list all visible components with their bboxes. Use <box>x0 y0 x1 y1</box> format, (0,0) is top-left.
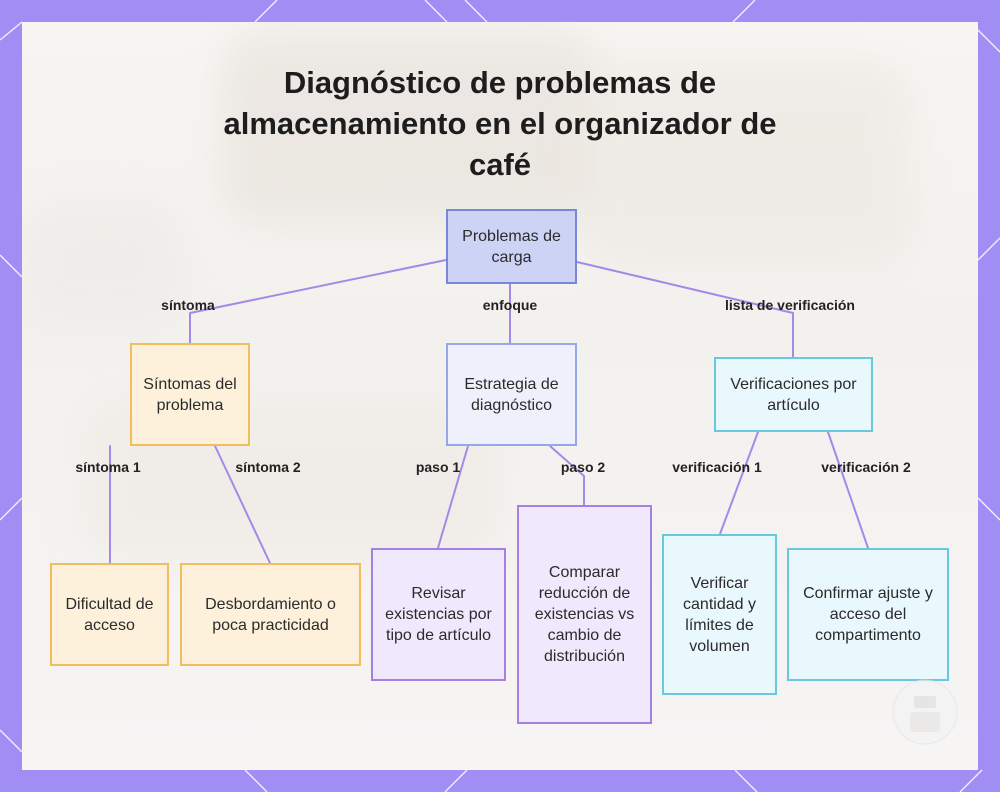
title-line-3: café <box>468 147 532 182</box>
node-label: Problemas de carga <box>462 227 561 266</box>
node-estrategia-de-diagnostico: Estrategia de diagnóstico <box>446 343 577 446</box>
edge-label-paso-1: paso 1 <box>415 459 461 475</box>
diagram-title: Diagnóstico de problemas de almacenamien… <box>22 62 978 185</box>
node-label: Dificultad de acceso <box>65 595 154 634</box>
edge-label-paso-2: paso 2 <box>560 459 606 475</box>
edge-label-verificacion-1: verificación 1 <box>672 459 762 475</box>
background-blur <box>582 62 912 262</box>
edge-checks-qty <box>719 431 759 535</box>
node-revisar-existencias: Revisar existencias por tipo de artículo <box>371 548 506 681</box>
edge-label-sintoma-1: síntoma 1 <box>75 459 141 475</box>
node-label: Comparar reducción de existencias vs cam… <box>534 564 635 665</box>
node-verificar-cantidad: Verificar cantidad y límites de volumen <box>662 534 777 695</box>
title-line-2: almacenamiento en el organizador de <box>223 106 777 141</box>
edge-strategy-review <box>437 445 469 549</box>
node-label: Confirmar ajuste y acceso del compartime… <box>803 585 933 644</box>
title-line-1: Diagnóstico de problemas de <box>283 65 717 100</box>
node-dificultad-de-acceso: Dificultad de acceso <box>50 563 169 666</box>
edge-root-symptoms <box>189 259 447 344</box>
edge-label-enfoque: enfoque <box>482 297 538 313</box>
edge-symptoms-overflow <box>214 445 271 564</box>
edge-checks-fit <box>827 431 869 549</box>
edge-label-sintoma: síntoma <box>161 297 215 313</box>
node-confirmar-ajuste: Confirmar ajuste y acceso del compartime… <box>787 548 949 681</box>
watermark-icon <box>892 679 958 745</box>
edge-label-verificacion-2: verificación 2 <box>821 459 911 475</box>
node-label: Verificar cantidad y límites de volumen <box>683 574 756 655</box>
node-comparar-reduccion: Comparar reducción de existencias vs cam… <box>517 505 652 724</box>
edge-label-sintoma-2: síntoma 2 <box>235 459 301 475</box>
node-label: Desbordamiento o poca practicidad <box>205 595 336 634</box>
background-blur <box>222 32 602 222</box>
node-label: Estrategia de diagnóstico <box>464 375 559 414</box>
node-label: Verificaciones por artículo <box>730 375 857 414</box>
edge-strategy-compare <box>549 445 585 506</box>
background-blur <box>22 202 182 322</box>
node-problemas-de-carga: Problemas de carga <box>446 209 577 284</box>
node-label: Síntomas del problema <box>143 375 237 414</box>
node-sintomas-del-problema: Síntomas del problema <box>130 343 250 446</box>
edge-root-checks <box>576 261 794 358</box>
edge-label-lista-de-verificacion: lista de verificación <box>725 297 855 313</box>
node-verificaciones-por-articulo: Verificaciones por artículo <box>714 357 873 432</box>
node-desbordamiento: Desbordamiento o poca practicidad <box>180 563 361 666</box>
node-label: Revisar existencias por tipo de artículo <box>385 585 492 644</box>
